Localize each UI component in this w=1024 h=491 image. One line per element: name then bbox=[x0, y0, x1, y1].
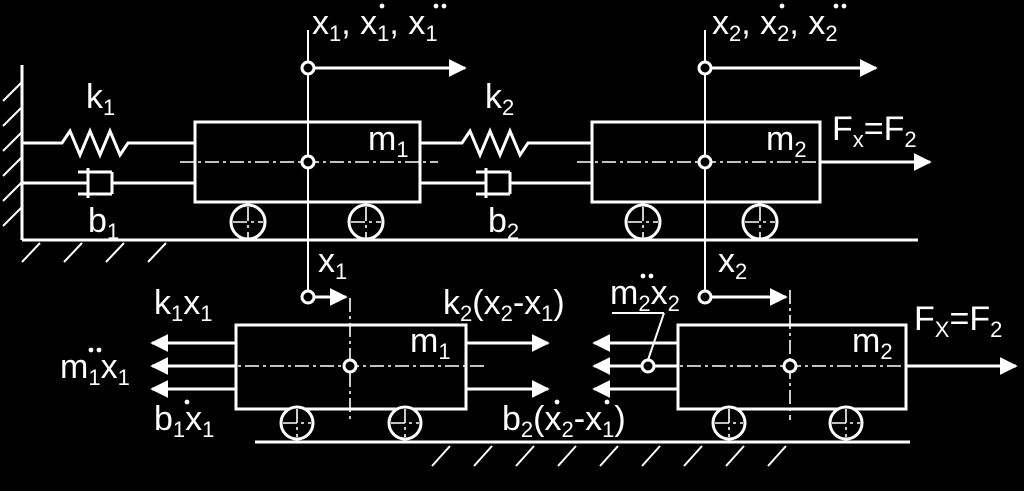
label-m1x1-ddot: m1x1 bbox=[60, 348, 130, 390]
label-k2-x2-minus-x1: k2(x2-x1) bbox=[443, 284, 565, 326]
label-m2: m2 bbox=[766, 120, 807, 162]
label-b2: b2 bbox=[488, 202, 519, 244]
bottom-ground bbox=[255, 440, 910, 467]
label-m2x2-ddot: m2x2 bbox=[610, 274, 680, 316]
label-x2-bottom: x2 bbox=[718, 242, 747, 284]
top-system: x1, x1, x1 x2, x2, x2 k1 k2 b1 b2 m1 m2 … bbox=[2, 3, 932, 290]
spring-k1 bbox=[22, 127, 195, 159]
label-k1: k1 bbox=[86, 78, 115, 120]
label-b1x1-dot: b1x1 bbox=[154, 400, 214, 442]
label-force-bottom: FX=F2 bbox=[914, 300, 1002, 342]
label-m1-bottom: m1 bbox=[410, 322, 451, 364]
derivative-dots-bottom bbox=[88, 273, 654, 405]
label-m1: m1 bbox=[368, 120, 409, 162]
label-b1: b1 bbox=[88, 202, 119, 244]
bottom-system: x1 x2 k1x1 m1x1 b1x1 k2(x2-x1) b2(x2-x1)… bbox=[60, 242, 1018, 467]
label-force-top: Fx=F2 bbox=[832, 110, 917, 152]
label-b2-x2dot-minus-x1dot: b2(x2-x1) bbox=[502, 400, 626, 442]
label-x1-kinematics: x1, x1, x1 bbox=[312, 4, 438, 46]
damper-b1 bbox=[22, 168, 195, 198]
spring-k2 bbox=[420, 127, 592, 159]
x1-position-marker bbox=[300, 30, 467, 290]
damper-b2 bbox=[420, 168, 592, 198]
label-m2-bottom: m2 bbox=[852, 322, 893, 364]
derivative-dots-top bbox=[379, 3, 847, 9]
label-x2-kinematics: x2, x2, x2 bbox=[712, 4, 838, 46]
top-ground bbox=[21, 238, 918, 263]
fixed-wall bbox=[2, 65, 24, 240]
label-x1-bottom: x1 bbox=[318, 242, 347, 284]
x2-position-marker bbox=[697, 30, 878, 290]
label-k2: k2 bbox=[485, 78, 514, 120]
label-k1x1: k1x1 bbox=[154, 284, 213, 326]
